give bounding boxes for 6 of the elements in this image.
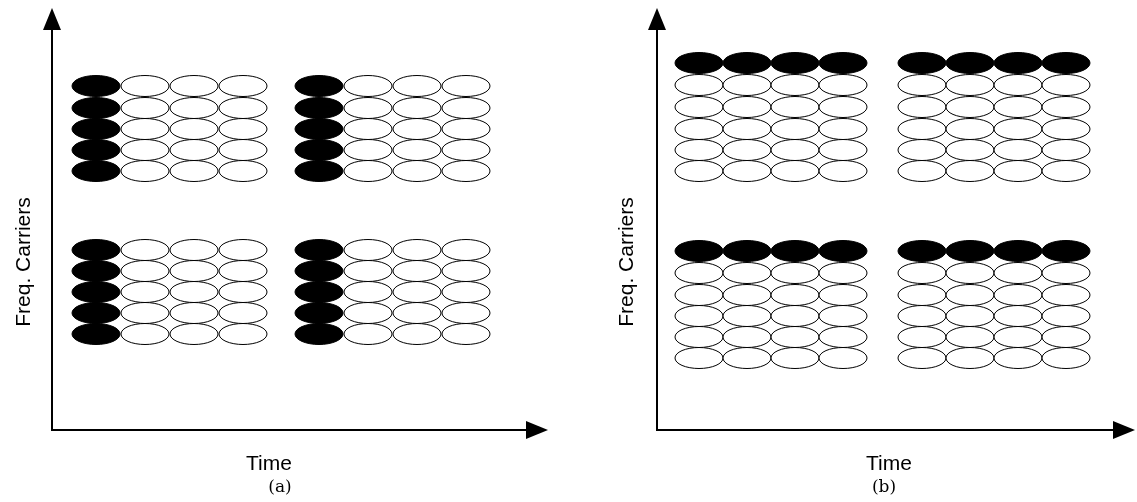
panel-caption: (a) bbox=[268, 478, 292, 495]
axis-label: Time bbox=[866, 452, 912, 473]
panel-caption: (b) bbox=[871, 478, 897, 495]
axis-label: Time bbox=[246, 452, 292, 473]
axis-label: Freq. Carriers bbox=[614, 197, 636, 327]
axis-label: Freq. Carriers bbox=[11, 197, 33, 327]
